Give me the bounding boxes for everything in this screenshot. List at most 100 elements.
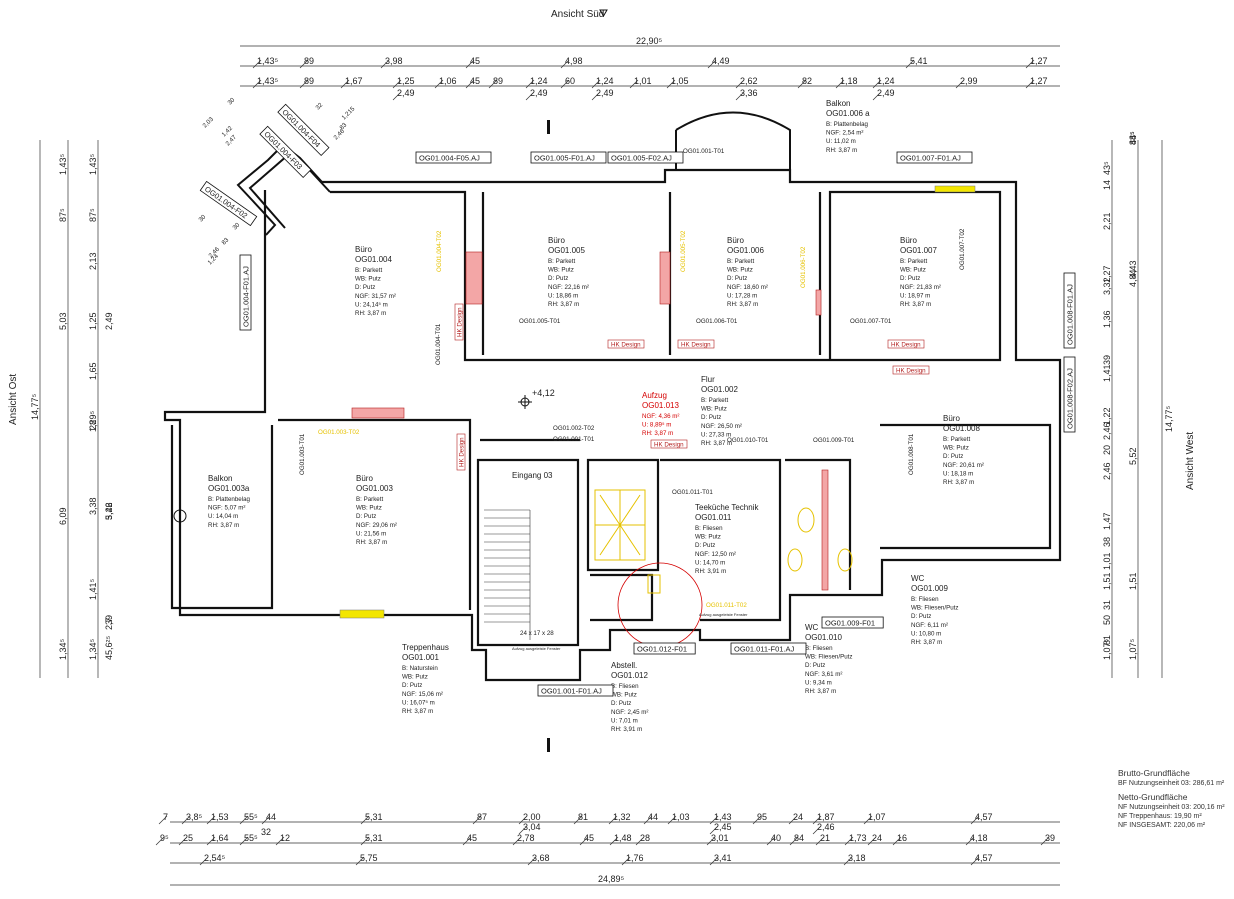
yellow-label: OG01.011-T02: [706, 602, 747, 609]
room-attr: D: Putz: [548, 275, 568, 282]
dim-tick: [239, 815, 249, 825]
dim-tick: [892, 836, 902, 846]
dim-value: 1,43⁵: [257, 76, 279, 86]
dim-tick: [788, 815, 798, 825]
hk-design-label: HK Design: [607, 339, 645, 349]
dim-bottom-row1: 73,8⁵1,5355⁵445,31872,00811,32441,031,43…: [158, 812, 993, 825]
dim-tick: [1025, 79, 1035, 89]
level-value: +4,12: [532, 388, 555, 398]
dim-value: 1,65: [88, 362, 98, 380]
dim-tick: [525, 79, 535, 89]
dim-value: 1,25: [397, 76, 415, 86]
hk-text: HK Design: [654, 442, 684, 449]
dim-value: 3,36: [740, 88, 758, 98]
dim-value: 1,67: [345, 76, 363, 86]
window-tag: OG01.004-F02: [199, 180, 258, 227]
dim-tick: [965, 836, 975, 846]
dim-tick: [609, 836, 619, 846]
tag-box: [730, 642, 807, 655]
room-attr: U: 17,28 m: [727, 292, 757, 299]
room-attr: D: Putz: [911, 613, 931, 620]
room-id: OG01.002: [701, 385, 738, 394]
room-id: OG01.007: [900, 246, 937, 255]
dim-value: 2,54⁵: [204, 853, 226, 863]
dim-value: 2,21: [1102, 212, 1112, 230]
door-label: OG01.001-T01: [683, 148, 725, 155]
dim-tick: [815, 836, 825, 846]
dim-value: 43⁵: [1102, 161, 1112, 175]
dim-value: 60: [565, 76, 575, 86]
dim-tick: [635, 836, 645, 846]
dim-value: 1,24: [596, 76, 614, 86]
dim-tick: [905, 59, 915, 69]
room-attr: B: Fliesen: [911, 596, 939, 603]
dim-tick: [1040, 836, 1050, 846]
door-label: OG01.010-T01: [727, 437, 769, 444]
window-tag: OG01.008-F01.AJ: [1063, 272, 1076, 349]
view-south: Ansicht Süd: [551, 9, 604, 20]
room-attr: B: Plattenbelag: [826, 121, 869, 128]
dim-value: 40: [771, 833, 781, 843]
room-title: Abstell.: [611, 661, 637, 670]
room-id: OG01.008: [943, 424, 980, 433]
dim-value: 2,49: [596, 88, 614, 98]
dim-tick: [752, 815, 762, 825]
dim-tick: [392, 91, 402, 101]
dim-tick: [591, 91, 601, 101]
room-attr: WB: Putz: [355, 276, 381, 283]
dim-value: 5,31: [365, 833, 383, 843]
room-attr: U: 8,89⁵ m: [642, 422, 671, 429]
hk-text: HK Design: [891, 342, 921, 349]
room-attr: U: 9,34 m: [805, 679, 832, 686]
window-tag: OG01.009-F01: [821, 616, 884, 629]
room-attr: B: Parkett: [356, 496, 383, 503]
room-attr: U: 11,02 m: [826, 138, 856, 145]
staircase: [484, 509, 531, 640]
dim-value: 2,49: [877, 88, 895, 98]
room-attr: U: 18,97 m: [900, 292, 930, 299]
netto-line-2: NF Treppenhaus: 19,90 m²: [1118, 813, 1202, 820]
dim-value: 39: [104, 615, 114, 625]
dim-value: 28: [640, 833, 650, 843]
room-attr: RH: 3,87 m: [548, 301, 579, 308]
dim-value: 1,25: [88, 312, 98, 330]
room-title: Büro: [356, 474, 373, 483]
dim-value: 1,41: [1102, 364, 1112, 382]
brutto-line: BF Nutzungseinheit 03: 286,61 m²: [1118, 780, 1225, 787]
dim-value: 5,31: [365, 812, 383, 822]
dim-tick: [867, 836, 877, 846]
dim-value: 88⁵: [1128, 131, 1138, 145]
dim-value: 1,27: [1030, 56, 1048, 66]
dim-value: 3,32: [1102, 277, 1112, 295]
dim-value: 3,04: [523, 822, 541, 832]
room-attr: WB: Putz: [356, 505, 382, 512]
tag-box: [277, 103, 330, 156]
room-attr: NGF: 4,36 m²: [642, 413, 679, 420]
dim-tick: [579, 836, 589, 846]
dim-tick: [261, 815, 271, 825]
tag-text: OG01.004-F01.AJ: [242, 266, 251, 327]
room-title: WC: [805, 623, 819, 632]
room-attr: WB: Putz: [402, 674, 428, 681]
dim-tick: [392, 79, 402, 89]
window-tag: OG01.005-F01.AJ: [530, 151, 607, 164]
room-attr: NGF: 5,07 m²: [208, 505, 245, 512]
room-attr: RH: 3,87 m: [943, 479, 974, 486]
dim-left-total: 14,77⁵: [30, 393, 40, 420]
room-id: OG01.009: [911, 584, 948, 593]
dim-value: 3,41: [714, 853, 732, 863]
room-title: Balkon: [208, 474, 232, 483]
room-attr: B: Parkett: [701, 397, 728, 404]
dim-value: 5,75: [360, 853, 378, 863]
room-id: OG01.005: [548, 246, 585, 255]
room-attr: B: Parkett: [943, 436, 970, 443]
hk-design-label: HK Design: [456, 433, 466, 471]
